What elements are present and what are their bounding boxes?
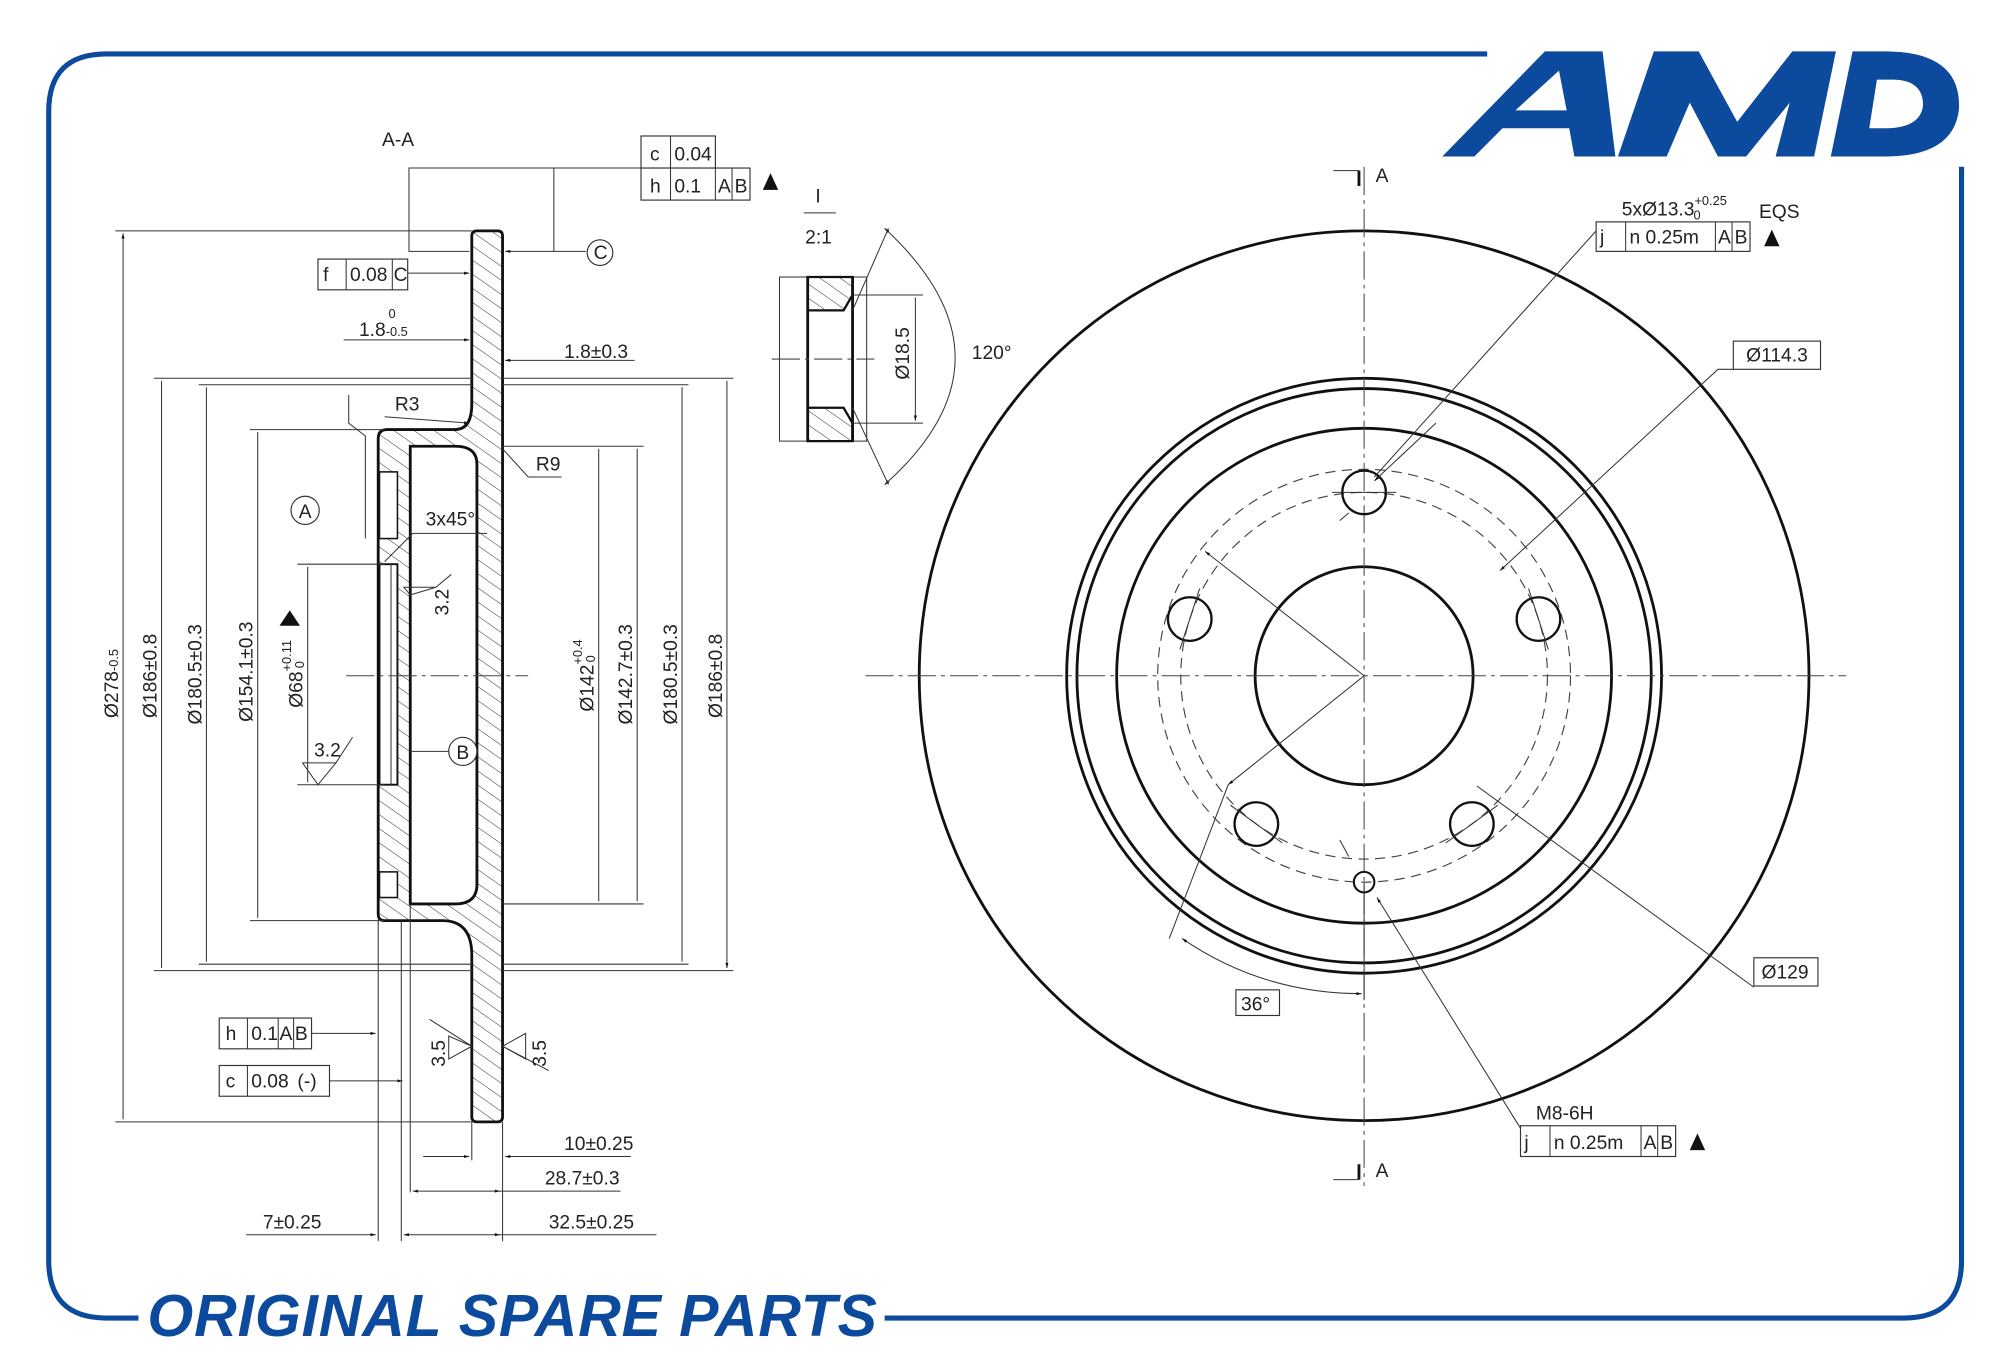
label-r3: R3 <box>395 394 420 415</box>
svg-text:0: 0 <box>388 306 395 321</box>
svg-text:I: I <box>815 187 820 208</box>
dim-width-10: 10±0.25 <box>564 1134 633 1155</box>
bolt-hole <box>1448 801 1495 847</box>
thread-label: M8-6H <box>1536 1103 1594 1124</box>
svg-text:A: A <box>1376 166 1389 187</box>
svg-text:C: C <box>394 265 408 286</box>
datum-a <box>290 495 320 526</box>
dim-width-32: 32.5±0.25 <box>549 1212 634 1233</box>
svg-text:c: c <box>650 144 660 165</box>
bolt-hole <box>1515 596 1562 643</box>
dim-278: Ø278-0.5 <box>102 649 123 718</box>
svg-text:0.08: 0.08 <box>350 265 387 286</box>
section-view: A-A Ø278-0.5 Ø186±0.8 Ø180.5±0.3 Ø154.1±… <box>102 130 779 1242</box>
svg-text:0.1: 0.1 <box>251 1024 278 1045</box>
svg-text:B: B <box>735 176 748 197</box>
tagline: ORIGINAL SPARE PARTS <box>147 1284 878 1349</box>
svg-text:B: B <box>456 743 469 764</box>
svg-text:0.1: 0.1 <box>674 176 701 197</box>
svg-text:0.08: 0.08 <box>251 1071 288 1092</box>
dim-width-28: 28.7±0.3 <box>545 1169 620 1190</box>
svg-text:h: h <box>226 1024 237 1045</box>
frame <box>46 51 1965 1321</box>
hole-centerline <box>1528 588 1549 650</box>
roughness-hub: 3.2 <box>433 589 454 616</box>
dim-142: Ø142+0.40 <box>570 639 599 711</box>
dim-width-7: 7±0.25 <box>263 1212 322 1233</box>
dim-154: Ø154.1±0.3 <box>237 622 258 722</box>
outer-pcd-label: Ø129 <box>1762 962 1809 983</box>
dim-hat-thickness: 1.8-0.5 <box>359 320 408 341</box>
svg-text:B: B <box>1660 1133 1673 1154</box>
dim-180-left: Ø180.5±0.3 <box>185 624 206 724</box>
dim-hat-thickness-2: 1.8±0.3 <box>564 342 628 363</box>
angle-label: 36° <box>1241 994 1270 1015</box>
hole-centerline <box>1445 804 1499 844</box>
pcd-label: Ø114.3 <box>1746 346 1808 367</box>
svg-text:n 0.25m: n 0.25m <box>1554 1133 1623 1154</box>
svg-text:0.04: 0.04 <box>674 144 712 165</box>
datum-c <box>586 239 614 267</box>
svg-text:j: j <box>1523 1133 1528 1154</box>
bolt-hole <box>1166 596 1213 643</box>
detail-dia: Ø18.5 <box>893 327 914 379</box>
detail-scale: 2:1 <box>805 228 832 249</box>
dim-180-right: Ø180.5±0.3 <box>661 624 682 724</box>
svg-text:A: A <box>1718 228 1731 249</box>
svg-text:h: h <box>650 176 661 197</box>
svg-text:A: A <box>299 502 312 523</box>
svg-text:j: j <box>1599 228 1604 249</box>
hole-centerline <box>1230 804 1283 844</box>
fcf-c: c 0.08 (-) <box>218 1064 403 1097</box>
label-chamfer: 3x45° <box>426 510 475 531</box>
svg-text:c: c <box>226 1071 236 1092</box>
bolt-hole <box>1233 801 1280 847</box>
datum-triangle-icon <box>279 610 300 626</box>
label-r9: R9 <box>536 455 561 476</box>
detail-angle: 120° <box>972 343 1012 364</box>
eqs-label: EQS <box>1759 202 1800 223</box>
fcf-flatness: f 0.08 C <box>317 258 470 291</box>
svg-text:A: A <box>718 176 731 197</box>
amd-logo <box>1442 51 1960 157</box>
roughness-bore: 3.2 <box>314 741 341 762</box>
dim-186-right: Ø186±0.8 <box>706 634 727 718</box>
svg-text:A: A <box>1644 1133 1657 1154</box>
roughness-right: 3.5 <box>530 1040 551 1067</box>
svg-text:C: C <box>594 243 608 264</box>
dim-142-7: Ø142.7±0.3 <box>616 624 637 724</box>
svg-text:(-): (-) <box>297 1071 316 1092</box>
svg-text:f: f <box>323 265 329 286</box>
svg-text:B: B <box>1735 228 1748 249</box>
detail-view: I 2:1 Ø18.5 120° <box>771 187 1012 486</box>
svg-text:B: B <box>295 1024 308 1045</box>
section-title: A-A <box>382 130 414 151</box>
svg-text:A: A <box>1376 1161 1389 1182</box>
svg-text:A: A <box>279 1024 292 1045</box>
dim-186-left: Ø186±0.8 <box>140 634 161 718</box>
dim-bore: Ø68+0.110 <box>279 640 308 708</box>
roughness-left: 3.5 <box>429 1040 450 1067</box>
hole-centerline <box>1179 588 1201 650</box>
svg-text:n 0.25m: n 0.25m <box>1629 228 1698 249</box>
